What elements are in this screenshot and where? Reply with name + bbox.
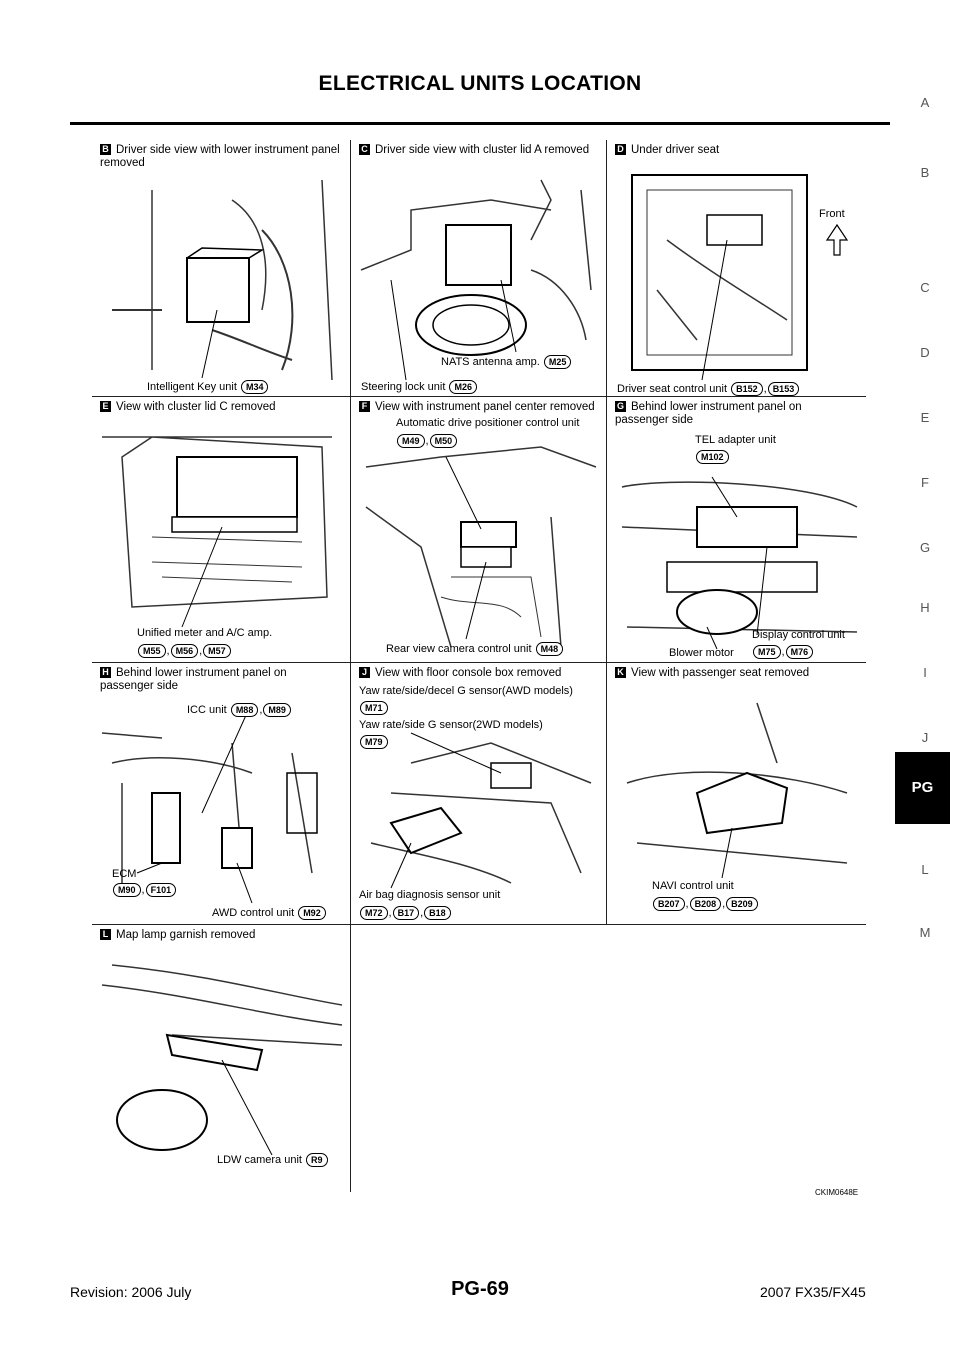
tab-b[interactable]: B	[920, 165, 930, 180]
panel-l-illustration	[101, 964, 343, 1156]
label-yaw-sensor-awd-connector: M71	[359, 701, 389, 715]
label-adp-control-unit: Automatic drive positioner control unit	[396, 417, 580, 429]
tab-i[interactable]: I	[923, 665, 927, 680]
footer-revision: Revision: 2006 July	[70, 1284, 192, 1300]
tab-l[interactable]: L	[921, 862, 929, 877]
tab-m[interactable]: M	[919, 925, 931, 940]
title-rule	[70, 122, 890, 125]
label-navi-connectors: B207,B208,B209	[652, 897, 759, 911]
label-steering-lock-unit: Steering lock unit M26	[361, 380, 478, 394]
page-title: ELECTRICAL UNITS LOCATION	[318, 72, 642, 95]
label-blower-motor: Blower motor	[669, 647, 734, 659]
label-awd-control-unit: AWD control unit M92	[212, 906, 327, 920]
tab-e[interactable]: E	[920, 410, 930, 425]
panel-b-illustration	[112, 179, 333, 381]
label-unified-meter: Unified meter and A/C amp.	[137, 627, 273, 639]
panel-f-illustration	[365, 446, 597, 648]
page-number: PG-69	[451, 1278, 509, 1300]
footer-model: 2007 FX35/FX45	[760, 1284, 866, 1300]
label-intelligent-key-unit: Intelligent Key unit M34	[147, 380, 269, 394]
panel-j-illustration	[370, 732, 592, 889]
label-nats-antenna-amp: NATS antenna amp. M25	[441, 355, 572, 369]
tab-h[interactable]: H	[920, 600, 930, 615]
figure-code: CKIM0648E	[815, 1188, 859, 1197]
label-air-bag-connectors: M72,B17,B18	[359, 906, 452, 920]
label-rear-view-camera-unit: Rear view camera control unit M48	[386, 642, 564, 656]
tab-d[interactable]: D	[920, 345, 930, 360]
tab-f[interactable]: F	[921, 475, 929, 490]
label-display-control-connectors: M75,M76	[752, 645, 814, 659]
label-tel-adapter-unit: TEL adapter unit	[695, 434, 776, 446]
section-tabs: A B C D E F G H I J PG L M	[895, 0, 950, 1358]
tab-c[interactable]: C	[920, 280, 930, 295]
tab-g[interactable]: G	[919, 540, 931, 555]
tab-j[interactable]: J	[921, 730, 929, 745]
label-navi-control-unit: NAVI control unit	[652, 880, 734, 892]
label-tel-adapter-connector: M102	[695, 450, 730, 464]
label-driver-seat-control-unit: Driver seat control unit B152,B153	[617, 382, 800, 396]
label-icc-unit: ICC unit M88,M89	[187, 703, 292, 717]
front-label: Front	[819, 208, 845, 220]
panel-h-illustration	[101, 712, 318, 904]
tab-pg[interactable]: PG	[895, 752, 950, 824]
label-ecm-connectors: M90,F101	[112, 883, 177, 897]
label-ldw-camera-unit: LDW camera unit R9	[217, 1153, 329, 1167]
panel-c-illustration	[360, 179, 592, 381]
label-display-control-unit: Display control unit	[752, 629, 845, 641]
tab-a[interactable]: A	[920, 95, 930, 110]
panel-d-illustration	[631, 174, 849, 381]
panel-g-illustration	[621, 476, 858, 650]
panel-e-illustration	[102, 436, 332, 628]
label-air-bag-sensor-unit: Air bag diagnosis sensor unit	[359, 889, 501, 901]
panel-k-illustration	[626, 702, 848, 879]
label-yaw-sensor-2wd-connector: M79	[359, 735, 389, 749]
label-yaw-sensor-awd: Yaw rate/side/decel G sensor(AWD models)	[359, 685, 573, 697]
label-yaw-sensor-2wd: Yaw rate/side G sensor(2WD models)	[359, 719, 543, 731]
label-unified-meter-connectors: M55,M56,M57	[137, 644, 232, 658]
label-ecm: ECM	[112, 868, 137, 880]
label-adp-connectors: M49,M50	[396, 434, 458, 448]
